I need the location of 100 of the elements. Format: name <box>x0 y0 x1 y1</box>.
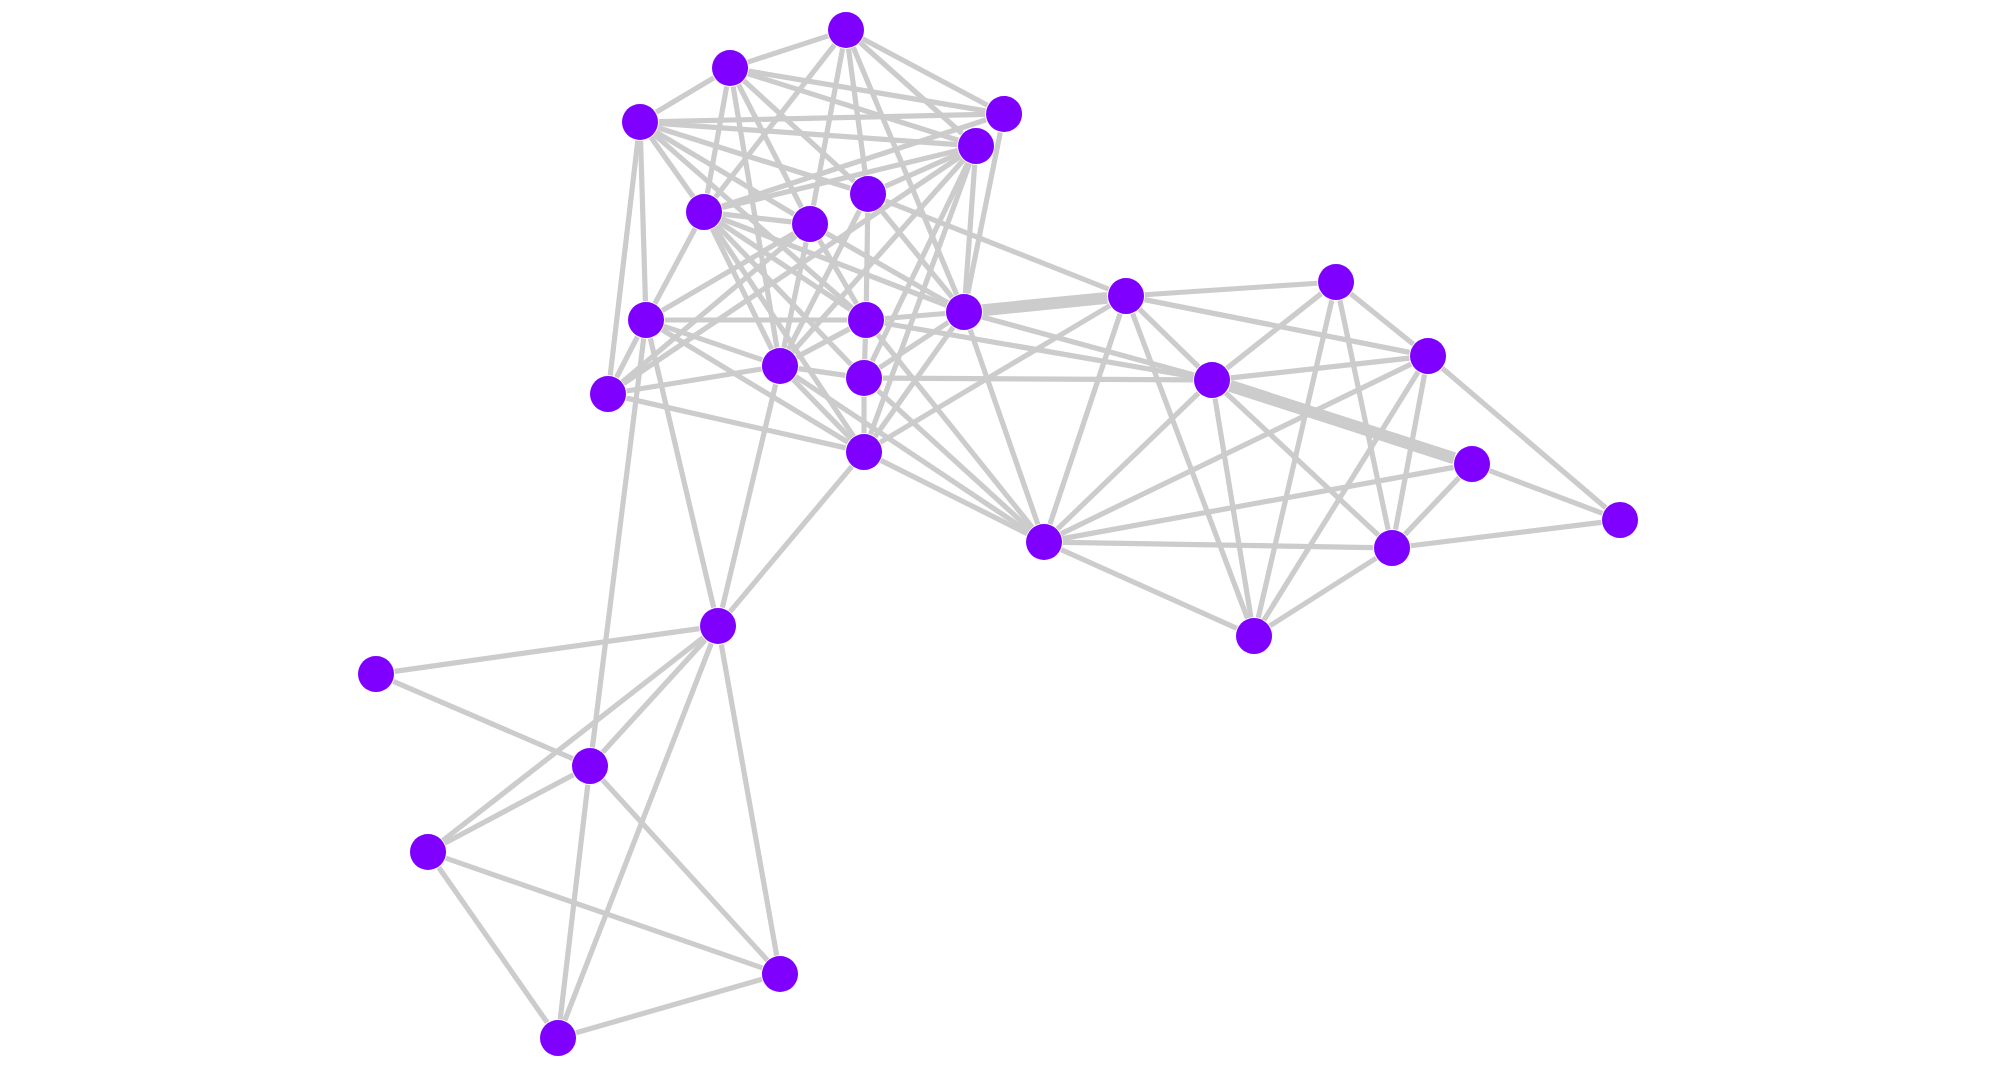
edge-line <box>607 140 641 376</box>
node-circle <box>958 128 994 164</box>
edge-line <box>1255 299 1335 619</box>
edge-line <box>600 778 770 962</box>
node-circle <box>1108 278 1144 314</box>
edge-line <box>878 320 950 370</box>
edge-line <box>1230 355 1410 381</box>
edge-line <box>712 226 856 438</box>
node-circle <box>1602 502 1639 538</box>
edge-line <box>962 164 978 294</box>
edge-line <box>798 366 846 378</box>
edge-line <box>730 86 780 348</box>
node-circle <box>540 1020 576 1056</box>
edge-line <box>648 135 696 199</box>
node-circle <box>848 302 884 338</box>
edge-line <box>879 458 1029 536</box>
edge-line <box>982 291 1108 317</box>
edge-line <box>786 209 862 351</box>
edge-line <box>872 325 956 439</box>
edge-line <box>795 326 851 360</box>
node-circle <box>686 194 722 230</box>
node-circle <box>1410 338 1446 374</box>
edge-line <box>600 638 708 754</box>
edge-line <box>1212 398 1254 618</box>
edge-line <box>884 310 946 322</box>
edge-line <box>1143 297 1411 355</box>
edge-line <box>1410 519 1602 549</box>
node-circle <box>1026 524 1062 560</box>
edge-line <box>1137 307 1201 369</box>
edge-line <box>443 772 575 846</box>
edge-line <box>647 337 717 609</box>
edge-line <box>1403 475 1461 537</box>
edge-line <box>441 635 705 843</box>
edge-line <box>392 679 574 761</box>
edge-line <box>658 120 958 148</box>
edge-line <box>1268 555 1378 629</box>
edge-line <box>861 396 867 434</box>
node-circle <box>1194 362 1230 398</box>
edge-line <box>710 227 775 351</box>
edge-line <box>825 231 949 305</box>
edge-line <box>614 335 640 379</box>
node-circle <box>700 608 736 644</box>
edge-line <box>625 395 847 451</box>
edge-line <box>704 86 730 194</box>
edge-line <box>882 375 1194 383</box>
node-circle <box>762 956 798 992</box>
edge-line <box>1130 312 1250 620</box>
node-circle <box>846 360 882 396</box>
edge-line <box>557 784 591 1020</box>
edge-line <box>662 323 764 363</box>
node-circle <box>762 348 798 384</box>
edge-line <box>747 71 959 143</box>
node-circle <box>850 176 886 212</box>
edge-line <box>660 327 850 445</box>
node-circle <box>1454 446 1490 482</box>
edge-line <box>981 314 1195 378</box>
edge-line <box>1047 313 1123 525</box>
edge-line <box>1055 391 1201 531</box>
edge-line <box>878 303 1112 445</box>
node-circle <box>1236 618 1272 654</box>
edge-line <box>718 644 780 956</box>
edge-line <box>620 234 798 384</box>
edge-line <box>1392 374 1428 530</box>
edge-line <box>436 865 550 1025</box>
edge-line <box>967 328 1041 526</box>
edge-line <box>728 464 854 614</box>
edge-line <box>1225 291 1323 371</box>
edge-line <box>713 43 837 199</box>
edge-line <box>817 238 859 306</box>
edge-line <box>657 125 851 191</box>
node-circle <box>1374 530 1410 566</box>
node-circle <box>572 748 608 784</box>
edge-line <box>715 223 853 367</box>
node-circle <box>410 834 446 870</box>
edge-line <box>658 111 986 125</box>
edge-line <box>1059 361 1413 537</box>
edge-line <box>575 976 763 1036</box>
edge-line <box>736 83 804 209</box>
edge-line <box>654 75 716 115</box>
node-circle <box>1318 264 1354 300</box>
node-circle <box>628 302 664 338</box>
node-circle <box>986 96 1022 132</box>
node-circle <box>828 12 864 48</box>
edge-line <box>589 338 647 748</box>
edge-line <box>790 158 966 354</box>
edge-line <box>850 46 960 296</box>
edge-line <box>1349 291 1415 347</box>
edge-line <box>845 48 869 176</box>
node-circle <box>946 294 982 330</box>
edge-line <box>1060 547 1238 631</box>
edge-line <box>877 206 955 300</box>
edge-line <box>720 216 948 308</box>
edge-line <box>1261 370 1421 622</box>
edge-line <box>748 68 986 114</box>
edge-line <box>858 40 964 136</box>
node-circle <box>846 434 882 470</box>
edge-line <box>652 227 698 305</box>
node-circle <box>712 50 748 86</box>
node-circle <box>590 376 626 412</box>
edge-line <box>394 626 700 674</box>
